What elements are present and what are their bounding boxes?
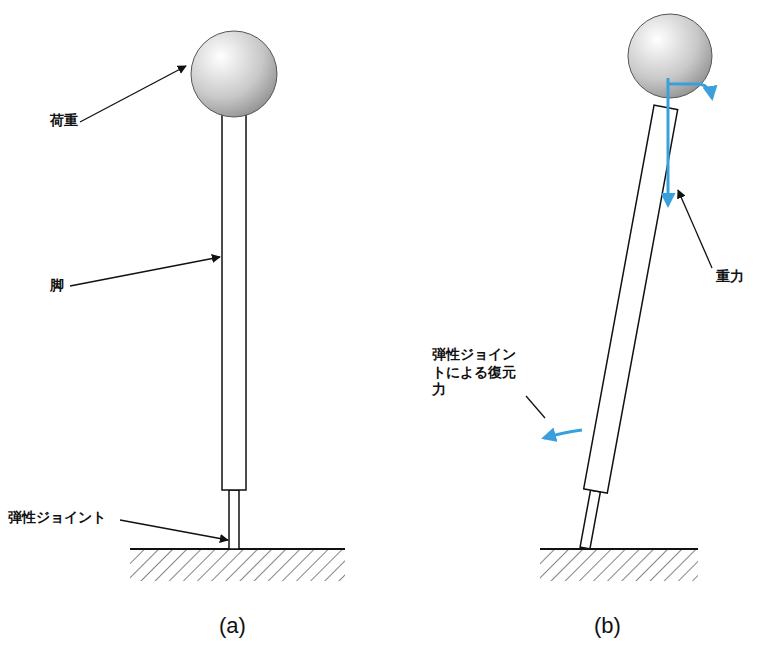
ground bbox=[130, 549, 345, 581]
load-ball bbox=[191, 31, 277, 117]
part-label: 弾性ジョイント bbox=[8, 509, 106, 527]
part-label: 脚 bbox=[50, 277, 64, 295]
leader-line bbox=[120, 520, 228, 540]
restoring-force-arrow bbox=[544, 430, 582, 438]
elastic-joint bbox=[229, 490, 239, 549]
part-label: 荷重 bbox=[50, 112, 78, 130]
moment-arrow bbox=[668, 84, 712, 98]
figure-caption: (b) bbox=[594, 612, 621, 640]
leader-line bbox=[526, 396, 545, 418]
ground bbox=[540, 549, 698, 581]
gravity-arrow bbox=[667, 78, 670, 205]
part-label: 重力 bbox=[716, 268, 744, 286]
part-label: 弾性ジョイントによる復元力 bbox=[432, 346, 522, 399]
leader-line bbox=[70, 257, 220, 286]
figure-caption: (a) bbox=[219, 612, 246, 640]
leader-line bbox=[80, 66, 186, 122]
tilted-leg bbox=[573, 105, 677, 550]
leader-line bbox=[678, 190, 712, 268]
leg bbox=[222, 112, 246, 490]
load-ball bbox=[628, 14, 712, 98]
